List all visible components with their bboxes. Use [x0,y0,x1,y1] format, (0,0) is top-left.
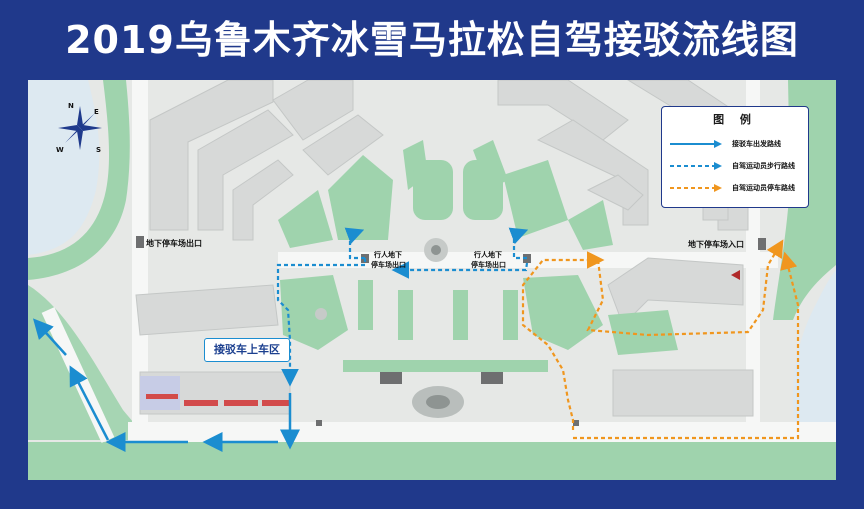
lake-right [793,270,836,440]
ped-exit-right-line1: 行人地下 [473,250,502,259]
legend-item-walk: 自驾运动员步行路线 [670,159,802,175]
ped-exit-left-line1: 行人地下 [373,250,402,259]
compass-icon: N E S W [56,102,102,154]
central-park-greens [278,140,678,372]
dashed-arrow-icon [670,162,722,170]
map-legend: 图 例 接驳车出发路线 自驾运动员步行路线 自驾运动员停车路线 [661,106,809,208]
kiosk-left [380,372,402,384]
walking-route [276,227,529,387]
legend-label-parking: 自驾运动员停车路线 [732,184,795,192]
shuttle-departure-route [32,318,300,452]
dashed-arrow-orange-icon [670,184,722,192]
pickup-zone-label: 接驳车上车区 [204,338,290,362]
compass-w: W [56,146,64,154]
parking-exit-label: 地下停车场出口 [146,238,202,248]
parking-entrance-label: 地下停车场入口 [688,239,744,249]
buildings-northwest [149,80,384,241]
poster-title: 2019乌鲁木齐冰雪马拉松自驾接驳流线图 [65,18,799,62]
green-belt-south [28,442,836,480]
compass-s: S [96,146,101,154]
legend-item-shuttle: 接驳车出发路线 [670,137,802,153]
legend-label-walk: 自驾运动员步行路线 [732,162,795,170]
compass-e: E [94,108,99,116]
legend-title: 图 例 [713,113,757,126]
solid-arrow-icon [670,140,722,148]
parked-buses [140,376,290,410]
legend-item-parking: 自驾运动员停车路线 [670,181,802,197]
parking-route [521,239,800,440]
route-map: N E S W 地下停车场出口 地下停车场入口 行人地 [28,80,836,480]
green-belt-left [28,80,130,280]
compass-n: N [68,102,74,110]
buildings-southeast [607,257,754,417]
ped-exit-right-line2: 停车场出口 [471,260,506,269]
legend-label-shuttle: 接驳车出发路线 [732,140,781,148]
parking-exit-marker [136,236,144,248]
ped-exit-left-line2: 停车场出口 [371,260,406,269]
parking-entrance-marker [758,238,766,250]
kiosk-right [481,372,503,384]
